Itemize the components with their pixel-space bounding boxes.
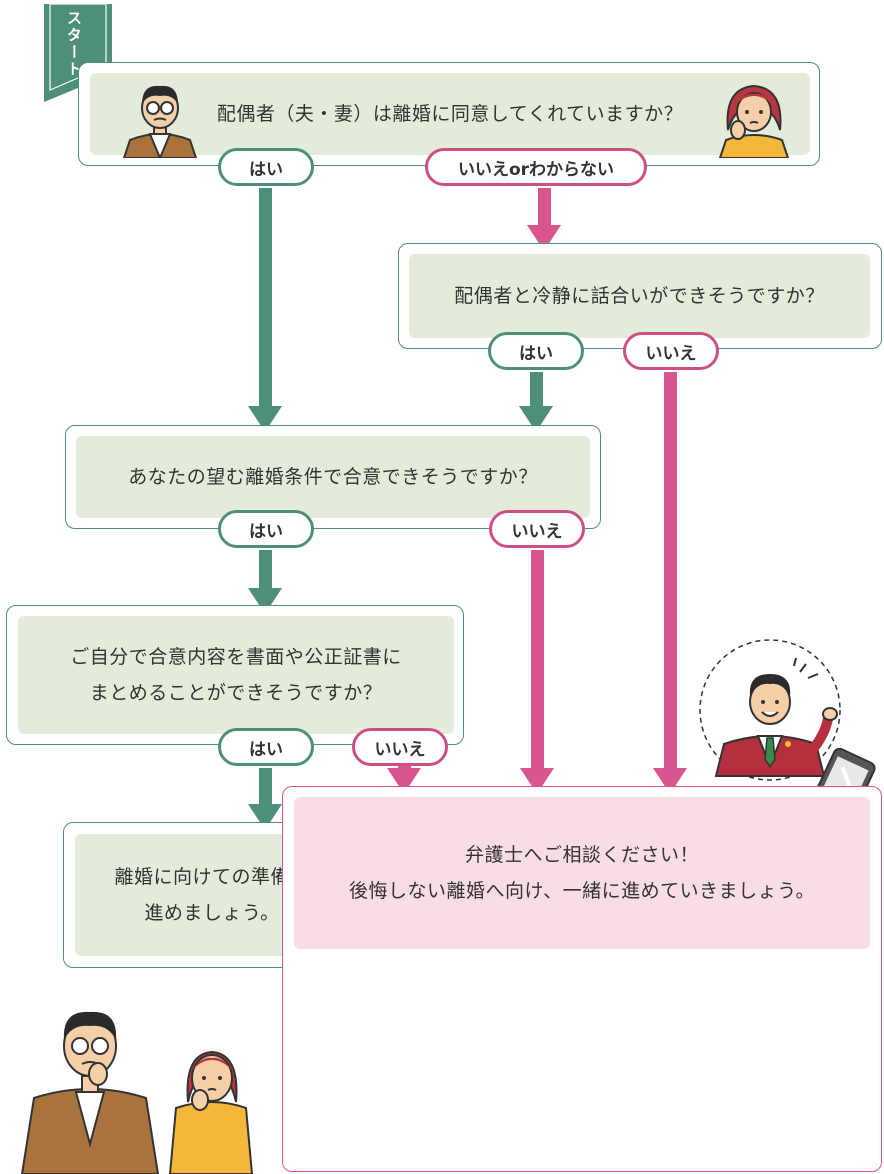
- q3-no-label: いいえ: [489, 510, 585, 548]
- result-2-line-2: 後悔しない離婚へ向け、一緒に進めていきましょう。: [349, 880, 815, 902]
- couple-thinking-icon: [20, 1011, 254, 1174]
- q2-yes-line: [530, 372, 543, 412]
- q4-yes-line: [259, 768, 272, 810]
- q3-yes-label: はい: [218, 510, 314, 548]
- q4-no-vertical-run: [398, 766, 411, 772]
- question-2-text: 配偶者と冷静に話合いができそうですか？: [409, 254, 870, 338]
- question-3-text: あなたの望む離婚条件で合意できそうですか？: [76, 436, 590, 518]
- man-thinking-icon: [122, 85, 198, 158]
- result-2-line-1: 弁護士へご相談ください！: [464, 843, 699, 866]
- lawyer-icon: [699, 639, 841, 781]
- q1-no-label: いいえorわからない: [425, 148, 647, 186]
- q3-yes-line: [259, 550, 272, 592]
- q3-no-line: [531, 550, 544, 772]
- question-4-text: ご自分で合意内容を書面や公正証書に まとめることができそうですか？: [18, 616, 454, 734]
- q1-yes-label: はい: [218, 148, 314, 186]
- q4-no-label: いいえ: [352, 728, 448, 766]
- result-1-line-1: 離婚に向けての準備を: [114, 865, 310, 888]
- woman-thinking-icon: [718, 84, 790, 158]
- q2-no-line: [664, 372, 677, 772]
- start-label: スタート: [65, 10, 83, 78]
- q2-no-label: いいえ: [623, 332, 719, 370]
- q1-no-line: [538, 188, 551, 228]
- result-1-line-2: 進めましょう。: [144, 902, 280, 924]
- question-4-line-1: ご自分で合意内容を書面や公正証書に: [70, 645, 402, 668]
- q4-yes-label: はい: [218, 728, 314, 766]
- result-2-text: 弁護士へご相談ください！ 後悔しない離婚へ向け、一緒に進めていきましょう。: [294, 797, 870, 949]
- question-4-line-2: まとめることができそうですか？: [89, 682, 383, 704]
- q2-yes-label: はい: [488, 332, 584, 370]
- q1-yes-line: [259, 188, 272, 410]
- question-1-text: 配偶者（夫・妻）は離婚に同意してくれていますか？: [90, 73, 810, 155]
